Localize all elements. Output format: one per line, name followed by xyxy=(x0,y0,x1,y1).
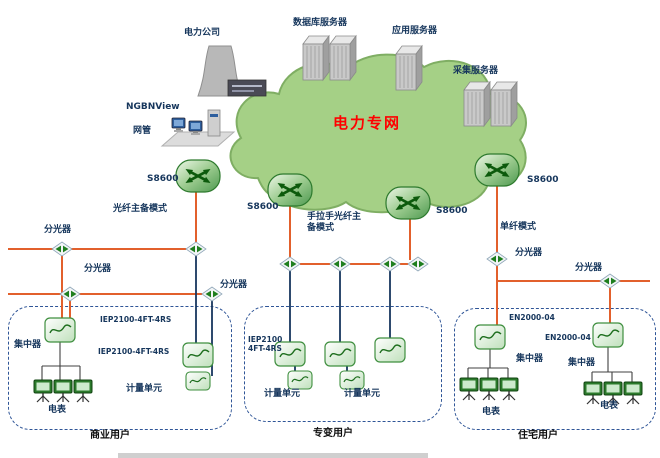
application-server-icon xyxy=(395,45,423,91)
splitter-icon xyxy=(279,256,301,272)
label-mode-hand-in-hand-1: 手拉手光纤主 xyxy=(307,212,362,222)
transformer-metering1-label: 计量单元 xyxy=(264,389,301,399)
meter-icon xyxy=(479,377,499,401)
commercial-meter-label: 电表 xyxy=(48,405,67,415)
meter-icon xyxy=(73,379,93,403)
concentrator-device-icon xyxy=(474,324,506,350)
splitter-label-4: 分光器 xyxy=(515,248,543,258)
splitter-icon xyxy=(185,241,207,257)
splitter-icon xyxy=(329,256,351,272)
switch-icon-3 xyxy=(384,185,432,221)
nms-workstation-icon xyxy=(160,109,236,147)
metering-unit-icon xyxy=(339,370,365,390)
residential-meter2-label: 电表 xyxy=(600,401,619,411)
switch-label-4: S8600 xyxy=(527,175,559,185)
residential-concentrator1-label: 集中器 xyxy=(516,354,544,364)
label-mode-fiber-backup: 光纤主备模式 xyxy=(113,204,168,214)
residential-title: 住宅用户 xyxy=(518,430,558,441)
commercial-device2-label: IEP2100-4FT-4RS xyxy=(98,347,170,356)
metering-unit-icon xyxy=(287,370,313,390)
splitter-label-1: 分光器 xyxy=(44,225,72,235)
label-mode-hand-in-hand-2: 备模式 xyxy=(307,223,335,233)
transformer-metering2-label: 计量单元 xyxy=(344,389,381,399)
meter-drop-lines xyxy=(41,342,633,382)
splitter-icon xyxy=(379,256,401,272)
label-application-server: 应用服务器 xyxy=(392,26,438,36)
splitter-icon xyxy=(201,286,223,302)
residential-concentrator2-label: 集中器 xyxy=(568,358,596,368)
switch-label-1: S8600 xyxy=(147,174,179,184)
meter-icon xyxy=(623,381,643,405)
meter-icon xyxy=(459,377,479,401)
residential-meter1-label: 电表 xyxy=(482,407,501,417)
concentrator-device-icon xyxy=(44,317,76,343)
terminal-device-icon xyxy=(324,341,356,367)
switch-icon-1 xyxy=(174,158,222,194)
transformer-title: 专变用户 xyxy=(313,428,353,439)
concentrator-device-icon xyxy=(592,322,624,348)
label-database-server: 数据库服务器 xyxy=(293,18,348,28)
residential-device1-label: EN2000-04 xyxy=(509,313,555,322)
commercial-title: 商业用户 xyxy=(90,430,130,441)
power-plant-icon xyxy=(197,45,267,97)
splitter-icon xyxy=(486,251,508,267)
meter-icon xyxy=(53,379,73,403)
commercial-concentrator-label: 集中器 xyxy=(14,340,42,350)
splitter-label-3: 分光器 xyxy=(220,280,248,290)
splitter-label-2: 分光器 xyxy=(84,264,112,274)
commercial-users-box xyxy=(8,306,232,430)
metering-unit-icon xyxy=(185,371,211,391)
switch-label-2: S8600 xyxy=(247,202,279,212)
transformer-device-label-2: 4FT-4RS xyxy=(248,344,282,353)
label-power-company: 电力公司 xyxy=(184,28,221,38)
fiber-lines-navy xyxy=(195,255,391,376)
commercial-device1-label: IEP2100-4FT-4RS xyxy=(100,315,172,324)
label-collection-server: 采集服务器 xyxy=(453,66,499,76)
label-ngbnview: NGBNView xyxy=(126,102,180,112)
splitter-label-5: 分光器 xyxy=(575,263,603,273)
terminal-device-icon xyxy=(182,342,214,368)
transformer-device-label-1: IEP2100 xyxy=(248,335,283,344)
fiber-lines-orange xyxy=(8,186,650,325)
terminal-device-icon xyxy=(374,337,406,363)
residential-users-box xyxy=(454,308,656,430)
splitter-icon xyxy=(51,241,73,257)
bottom-edge-artifact xyxy=(118,453,428,458)
meter-icon xyxy=(33,379,53,403)
switch-label-3: S8600 xyxy=(436,206,468,216)
splitter-icon xyxy=(599,273,621,289)
cloud-title: 电力专网 xyxy=(333,114,402,132)
switch-icon-4 xyxy=(473,152,521,188)
residential-device2-label: EN2000-04 xyxy=(545,333,591,342)
commercial-metering-label: 计量单元 xyxy=(126,384,163,394)
label-mode-single-fiber: 单纤模式 xyxy=(500,222,537,232)
meter-icon xyxy=(499,377,519,401)
label-nms: 网管 xyxy=(133,126,152,136)
transformer-users-box xyxy=(244,306,442,422)
